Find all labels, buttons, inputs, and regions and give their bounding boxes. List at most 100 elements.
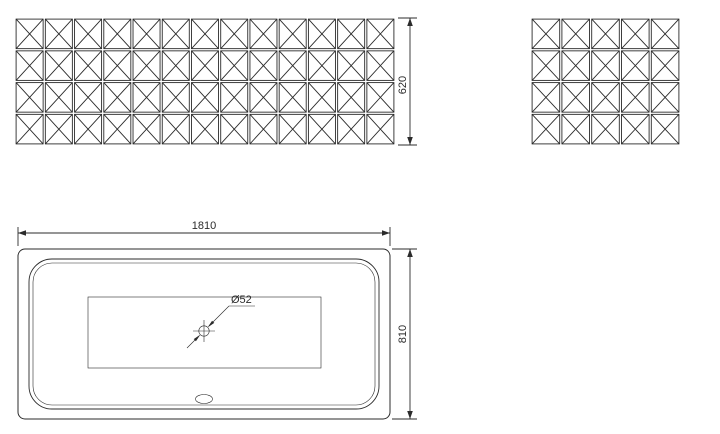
opposite-leader-line: [186, 338, 197, 349]
panel-tile: [191, 18, 219, 50]
arrowhead-up: [407, 249, 413, 257]
panel-tile-diagonal: [278, 18, 307, 49]
panel-tile-diagonal: [278, 82, 307, 113]
panel-tile-diagonal: [366, 82, 395, 113]
panel-tile: [561, 50, 590, 81]
panel-tile: [15, 113, 44, 145]
panel-tile: [337, 113, 366, 145]
panel-tile-diagonal: [103, 50, 132, 81]
panel-tile: [531, 50, 561, 81]
panel-tile-diagonal: [561, 114, 590, 145]
panel-tile-diagonal: [74, 114, 102, 145]
panel-tile-diagonal: [650, 82, 680, 113]
panel-tile-diagonal: [44, 82, 73, 113]
panel-tile-diagonal: [308, 18, 336, 49]
panel-tile-diagonal: [103, 82, 132, 113]
panel-tile: [621, 50, 650, 81]
panel-tile-diagonal: [132, 18, 161, 49]
panel-tile-diagonal: [591, 18, 620, 49]
panel-tile: [249, 50, 278, 81]
panel-tile: [249, 82, 278, 113]
panel-tile-diagonal: [650, 50, 680, 81]
panel-tile-diagonal: [191, 82, 219, 113]
panel-tile-diagonal: [249, 50, 278, 81]
opposite-arrowhead: [193, 334, 201, 342]
panel-tile-diagonal: [366, 114, 395, 145]
panel-tile: [15, 82, 44, 113]
panel-tile: [621, 82, 650, 113]
panel-tile-diagonal: [650, 114, 680, 145]
panel-tile: [249, 18, 278, 50]
tub-outer-edge: [17, 248, 391, 420]
panel-tile-diagonal: [621, 50, 650, 81]
panel-tile-diagonal: [561, 18, 590, 49]
panel-tile: [74, 82, 103, 113]
panel-tile-diagonal: [308, 114, 336, 145]
panel-tile-diagonal: [366, 18, 395, 49]
large-panel-grid: [15, 18, 395, 145]
panel-tile: [15, 18, 44, 50]
panel-tile-diagonal: [220, 82, 249, 113]
panel-tile: [650, 50, 680, 81]
panel-tile-diagonal: [531, 114, 561, 145]
panel-tile: [591, 82, 620, 113]
panel-tile: [650, 113, 680, 145]
panel-tile-diagonal: [191, 50, 219, 81]
panel-tile: [307, 82, 336, 113]
panel-tile: [366, 18, 395, 50]
drain: [193, 320, 215, 342]
panel-tile-diagonal: [74, 82, 102, 113]
panel-tile: [220, 50, 249, 81]
panel-tile: [161, 50, 190, 81]
panel-tile-diagonal: [337, 114, 366, 145]
panel-tile: [366, 50, 395, 81]
panel-tile: [103, 18, 132, 50]
panel-tile: [278, 18, 307, 50]
panel-tile-diagonal: [161, 18, 190, 49]
panel-height-label: 620: [397, 76, 409, 94]
panel-tile: [307, 113, 336, 145]
panel-tile-diagonal: [308, 82, 336, 113]
panel-tile-diagonal: [44, 50, 73, 81]
panel-tile-diagonal: [591, 114, 620, 145]
panel-tile-diagonal: [191, 18, 219, 49]
drain-diameter-label: Ø52: [231, 294, 252, 306]
panel-tile: [307, 18, 336, 50]
panel-tile: [278, 50, 307, 81]
panel-tile: [44, 82, 73, 113]
tub-length-label: 1810: [192, 220, 216, 232]
tub-width-dimension: 810: [392, 248, 417, 420]
panel-tile: [531, 82, 561, 113]
panel-tile-diagonal: [44, 18, 73, 49]
panel-tile: [74, 50, 103, 81]
arrowhead-left: [18, 230, 26, 236]
panel-tile: [103, 113, 132, 145]
panel-tile: [132, 50, 161, 81]
panel-tile: [132, 18, 161, 50]
panel-tile-diagonal: [132, 114, 161, 145]
panel-tile: [621, 113, 650, 145]
arrowhead-up: [407, 18, 413, 26]
panel-tile: [132, 82, 161, 113]
panel-tile: [650, 82, 680, 113]
panel-tile: [531, 113, 561, 145]
panel-tile-diagonal: [220, 114, 249, 145]
panel-tile: [621, 18, 650, 50]
panel-tile: [161, 113, 190, 145]
panel-tile-diagonal: [591, 50, 620, 81]
panel-tile: [591, 113, 620, 145]
arrowhead-down: [407, 137, 413, 145]
panel-tile-diagonal: [74, 50, 102, 81]
panel-tile-diagonal: [278, 114, 307, 145]
panel-tile-diagonal: [220, 18, 249, 49]
arrowhead-right: [382, 230, 390, 236]
tub-width-label: 810: [397, 325, 409, 343]
panel-tile: [74, 113, 103, 145]
panel-tile-diagonal: [337, 50, 366, 81]
arrowhead-down: [407, 411, 413, 419]
panel-tile: [15, 50, 44, 81]
panel-tile-diagonal: [220, 50, 249, 81]
panel-tile-diagonal: [561, 82, 590, 113]
panel-tile-diagonal: [249, 114, 278, 145]
